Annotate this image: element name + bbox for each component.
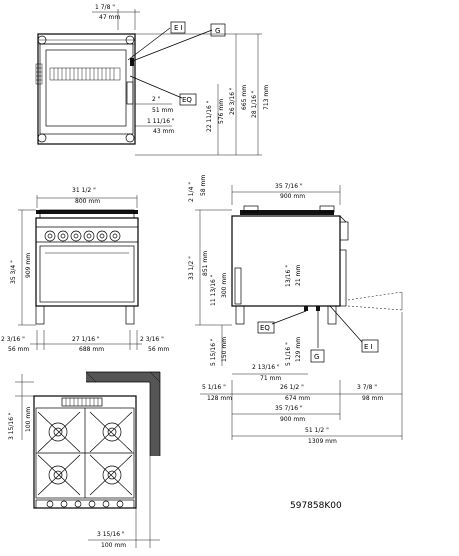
dim-d2-mm: 43 mm: [153, 128, 174, 135]
dim-front-right-mm: 56 mm: [148, 346, 169, 353]
dim-side-b1-inch: 5 1/16 ": [202, 384, 226, 391]
appliance-body: [231, 215, 341, 307]
dim-top-width-mm: 47 mm: [99, 14, 120, 21]
label-box-et: [361, 339, 379, 353]
side-label-g: G: [314, 353, 319, 361]
dim-front-left-inch: 2 3/16 ": [1, 336, 25, 343]
label-et: E I: [174, 24, 183, 32]
leg: [235, 305, 245, 325]
dim-d1-inch: 2 ": [152, 96, 161, 103]
label-box-g: [210, 23, 226, 37]
dim-front-width-inch: 31 1/2 ": [72, 187, 96, 194]
burners: [36, 408, 134, 498]
plan-view: 3 15/16 " 100 mm 3 15/16 " 100 mm: [8, 371, 161, 549]
dim-side-depth-inch: 35 7/16 ": [275, 405, 303, 412]
side-label-eq: EQ: [260, 324, 270, 332]
knob: [83, 230, 95, 242]
dim-h3-mm: 713 mm: [263, 85, 270, 110]
dim-side-h-conn-inch: 13/16 ": [285, 265, 292, 287]
leg: [125, 305, 135, 325]
burner: [48, 422, 68, 442]
dim-side-b2-mm: 674 mm: [285, 395, 310, 402]
dim-top-width-inch: 1 7/8 ": [95, 4, 115, 11]
burner: [48, 465, 68, 485]
leg-circle: [125, 35, 135, 45]
dim-side-top-inch: 2 1/4 ": [188, 182, 195, 202]
dim-front-mid-inch: 27 1/16 ": [72, 336, 100, 343]
dim-side-conn-inch: 2 13/16 ": [252, 364, 280, 371]
dim-h1-mm: 576 mm: [218, 99, 225, 124]
dim-plan-bottom-inch: 3 15/16 ": [97, 531, 125, 538]
dim-h2-inch: 26 3/16 ": [229, 87, 236, 115]
oven-door: [39, 245, 135, 303]
leg-circle: [125, 133, 135, 143]
dim-h1-inch: 22 11/16 ": [206, 100, 213, 132]
dim-h2-mm: 665 mm: [241, 85, 248, 110]
dim-side-total-inch: 51 1/2 ": [305, 427, 329, 434]
knob: [70, 230, 82, 242]
dim-plan-bottom-mm: 100 mm: [101, 542, 126, 549]
label-box-et: [170, 21, 186, 34]
dim-side-h-ground-inch: 11 13/16 ": [210, 274, 217, 306]
knob: [44, 230, 56, 242]
dim-plan-side-inch: 3 15/16 ": [8, 412, 15, 440]
knob: [96, 230, 108, 242]
dim-side-width-mm: 900 mm: [280, 193, 305, 200]
dim-side-b2-inch: 26 1/2 ": [280, 384, 304, 391]
dim-side-leg2-mm: 129 mm: [295, 337, 302, 362]
burner: [102, 465, 122, 485]
leg-circle: [37, 35, 47, 45]
label-box-eq: [179, 93, 197, 106]
top-view: 1 7/8 " 47 mm E I G EQ 2 " 51 mm 1 11/16…: [35, 4, 270, 156]
dim-side-width-inch: 35 7/16 ": [275, 183, 303, 190]
dim-side-leg2-inch: 5 1/16 ": [285, 342, 292, 366]
dim-side-b1-mm: 128 mm: [207, 395, 232, 402]
dim-front-mid-mm: 688 mm: [79, 346, 104, 353]
dim-side-h-ground-mm: 300 mm: [221, 273, 228, 298]
dim-side-h-conn-mm: 21 mm: [295, 265, 302, 286]
leg: [35, 305, 45, 325]
dim-front-width-mm: 800 mm: [75, 198, 100, 205]
dim-d2-inch: 1 11/16 ": [147, 118, 175, 125]
knob: [109, 230, 121, 242]
leg: [327, 305, 337, 325]
dim-side-b3-mm: 98 mm: [362, 395, 383, 402]
dim-front-height-inch: 35 3/4 ": [10, 260, 17, 284]
dim-side-leg-inch: 5 15/16 ": [210, 338, 217, 366]
dim-side-total-mm: 1309 mm: [308, 438, 337, 445]
dim-side-height-mm: 851 mm: [202, 251, 209, 276]
dim-side-conn-mm: 71 mm: [260, 375, 281, 382]
burner: [102, 422, 122, 442]
dim-side-top-mm: 58 mm: [200, 175, 207, 196]
knob: [57, 230, 69, 242]
dim-h3-inch: 28 1/16 ": [251, 90, 258, 118]
dim-d1-mm: 51 mm: [152, 107, 173, 114]
dim-plan-side-mm: 100 mm: [25, 407, 32, 432]
label-box-eq: [257, 321, 275, 334]
leg-circle: [37, 133, 47, 143]
dim-side-b3-inch: 3 7/8 ": [357, 384, 377, 391]
drawing-code: 597858K00: [290, 501, 342, 511]
dim-side-leg-mm: 150 mm: [221, 337, 228, 362]
rear-vent: [49, 67, 121, 81]
side-label-et: E I: [364, 343, 373, 351]
dim-side-depth-mm: 900 mm: [280, 416, 305, 423]
dim-side-height-inch: 33 1/2 ": [188, 256, 195, 280]
dim-front-right-inch: 2 3/16 ": [140, 336, 164, 343]
dim-front-height-mm: 909 mm: [25, 253, 32, 278]
label-g: G: [215, 27, 220, 35]
control-knobs: [44, 230, 121, 242]
front-view: 31 1/2 " 800 mm 35 3/4 " 909 mm: [1, 187, 169, 353]
side-view: 35 7/16 " 900 mm 2 1/4 " 58 mm 33 1/2 " …: [188, 175, 403, 445]
label-box-g: [310, 349, 325, 363]
label-eq: EQ: [182, 96, 192, 104]
dim-front-left-mm: 56 mm: [8, 346, 29, 353]
